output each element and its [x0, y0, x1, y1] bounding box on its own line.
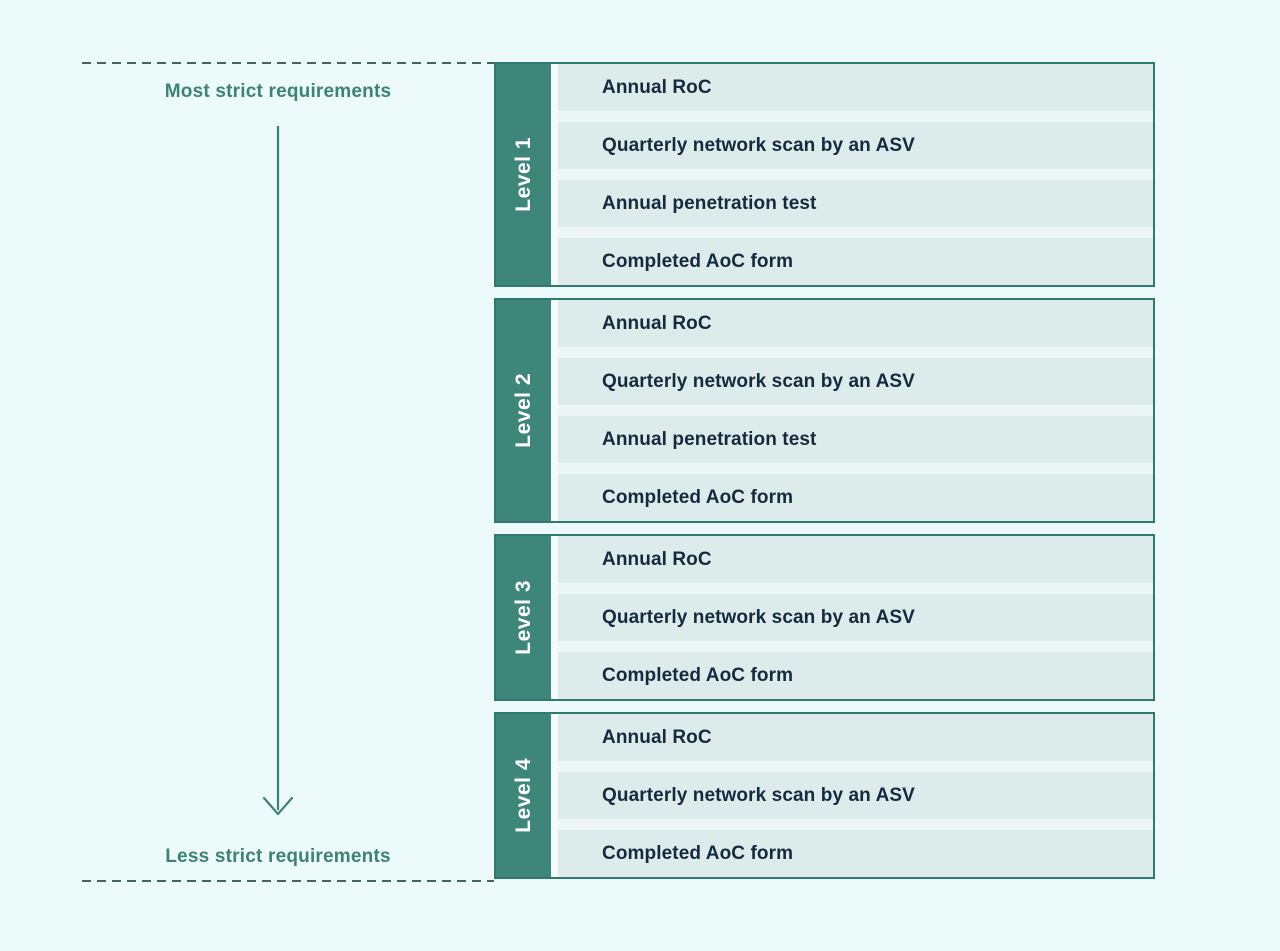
level-block-1: Level 1 Annual RoC Quarterly network sca… [494, 62, 1155, 287]
level-sidebar: Level 3 [496, 536, 551, 699]
requirement-text: Annual penetration test [602, 428, 817, 450]
requirement-row: Annual penetration test [558, 180, 1153, 227]
level-strip [551, 64, 558, 285]
less-strict-label: Less strict requirements [165, 846, 391, 867]
level-block-3: Level 3 Annual RoC Quarterly network sca… [494, 534, 1155, 701]
level-strip [551, 536, 558, 699]
requirement-row: Completed AoC form [558, 474, 1153, 521]
arrow-down-icon [262, 126, 294, 816]
requirement-row: Quarterly network scan by an ASV [558, 122, 1153, 169]
requirement-text: Annual RoC [602, 76, 712, 98]
requirement-text: Annual RoC [602, 312, 712, 334]
level-strip [551, 714, 558, 877]
requirement-row: Quarterly network scan by an ASV [558, 358, 1153, 405]
requirement-text: Completed AoC form [602, 842, 794, 864]
requirement-text: Annual RoC [602, 726, 712, 748]
requirement-row: Annual RoC [558, 300, 1153, 347]
level-label: Level 1 [511, 137, 535, 212]
requirement-row: Annual penetration test [558, 416, 1153, 463]
requirement-row: Completed AoC form [558, 652, 1153, 699]
level-rows: Annual RoC Quarterly network scan by an … [558, 536, 1153, 699]
top-dashed-divider [82, 62, 494, 64]
requirement-row: Annual RoC [558, 64, 1153, 111]
level-sidebar: Level 4 [496, 714, 551, 877]
requirement-text: Annual RoC [602, 548, 712, 570]
level-sidebar: Level 2 [496, 300, 551, 521]
requirement-text: Quarterly network scan by an ASV [602, 784, 915, 806]
level-label: Level 4 [511, 758, 535, 833]
levels-container: Level 1 Annual RoC Quarterly network sca… [494, 62, 1155, 879]
requirement-row: Completed AoC form [558, 830, 1153, 877]
level-block-4: Level 4 Annual RoC Quarterly network sca… [494, 712, 1155, 879]
level-sidebar: Level 1 [496, 64, 551, 285]
requirement-row: Annual RoC [558, 536, 1153, 583]
level-strip [551, 300, 558, 521]
bottom-dashed-divider [82, 880, 494, 882]
level-label: Level 3 [511, 580, 535, 655]
requirement-text: Completed AoC form [602, 664, 794, 686]
requirement-row: Completed AoC form [558, 238, 1153, 285]
level-rows: Annual RoC Quarterly network scan by an … [558, 64, 1153, 285]
requirement-row: Quarterly network scan by an ASV [558, 772, 1153, 819]
requirement-text: Quarterly network scan by an ASV [602, 370, 915, 392]
requirement-row: Quarterly network scan by an ASV [558, 594, 1153, 641]
level-rows: Annual RoC Quarterly network scan by an … [558, 300, 1153, 521]
level-label: Level 2 [511, 373, 535, 448]
requirement-text: Completed AoC form [602, 486, 794, 508]
level-block-2: Level 2 Annual RoC Quarterly network sca… [494, 298, 1155, 523]
requirement-text: Quarterly network scan by an ASV [602, 606, 915, 628]
most-strict-label: Most strict requirements [164, 81, 392, 102]
requirement-text: Quarterly network scan by an ASV [602, 134, 915, 156]
requirement-text: Completed AoC form [602, 250, 794, 272]
requirement-text: Annual penetration test [602, 192, 817, 214]
requirement-row: Annual RoC [558, 714, 1153, 761]
level-rows: Annual RoC Quarterly network scan by an … [558, 714, 1153, 877]
